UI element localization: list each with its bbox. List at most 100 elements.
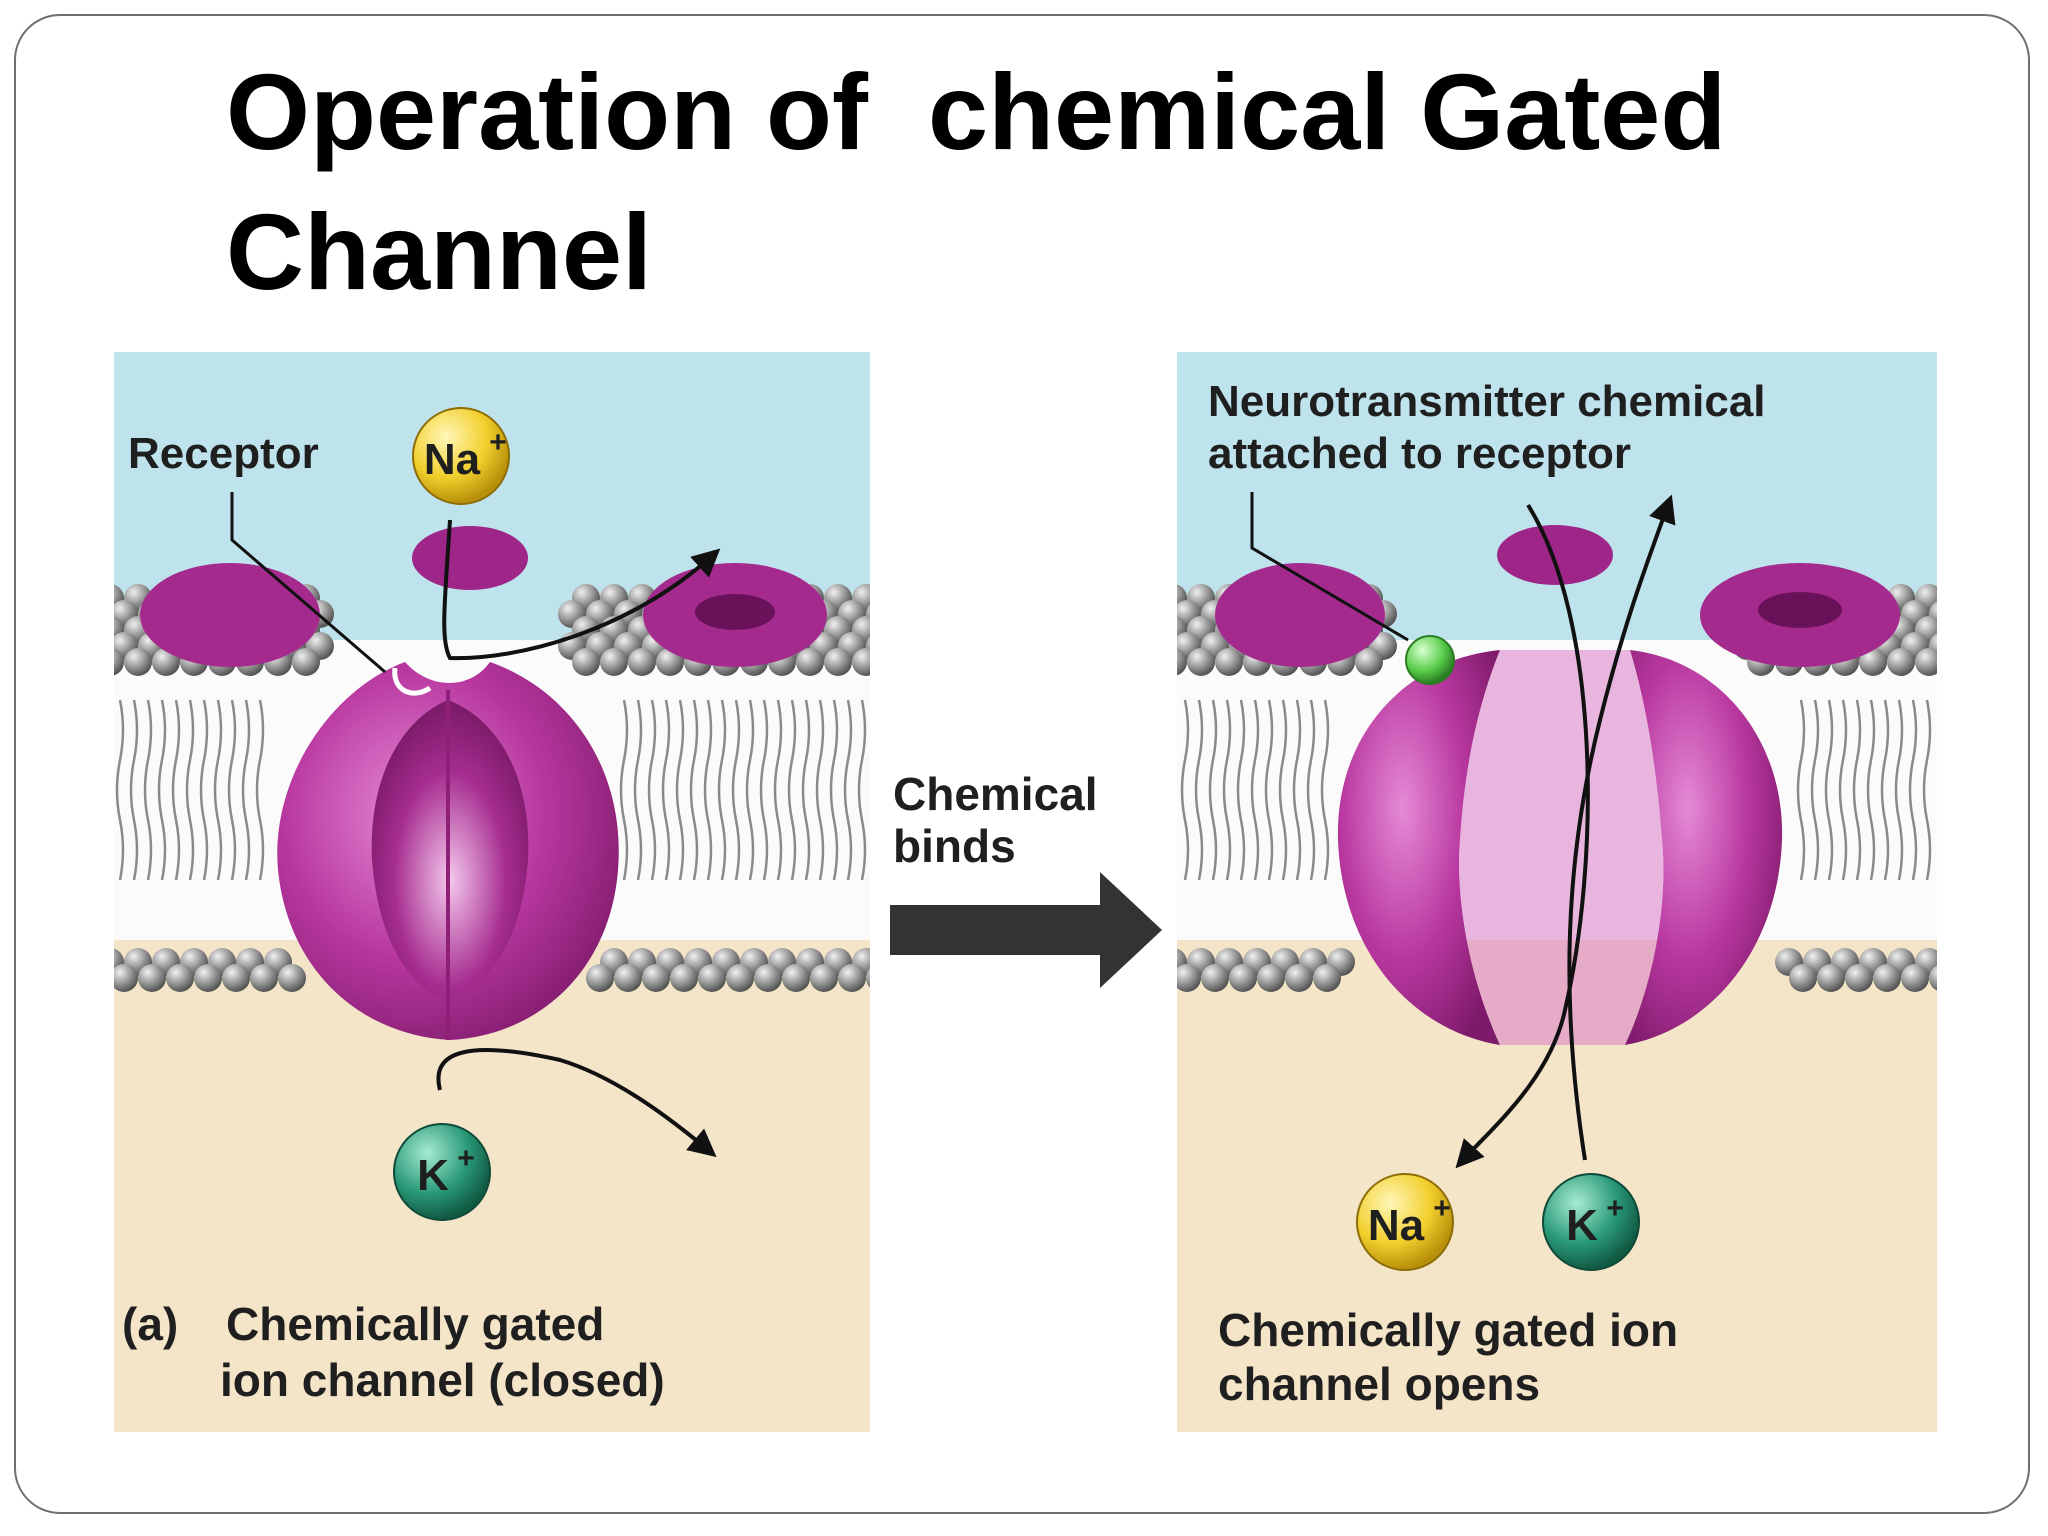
phospholipid-head [1859,648,1887,676]
lipid-tail [619,699,629,881]
lipid-tail [1278,699,1288,881]
lipid-tail [689,699,699,881]
phospholipid-head [628,648,656,676]
lipid-tails [1180,699,1932,881]
panel-closed: Na + K + Receptor (a) Chemically gated i… [114,352,870,1432]
background-protein [1497,525,1613,585]
lipid-tail [1306,699,1316,881]
neurotransmitter-label-line1: Neurotransmitter chemical [1208,377,1766,426]
lipid-tail [1194,699,1204,881]
phospholipid-head [1845,964,1873,992]
potassium-efflux-arrow [1567,494,1676,1161]
lipid-tail [1894,699,1904,881]
lipid-tail [241,699,251,881]
phospholipid-head [1355,648,1383,676]
phospholipid-head [114,648,124,676]
lipid-tail [1180,699,1190,881]
phospholipid-head [1285,964,1313,992]
caption-prefix: (a) [122,1298,178,1350]
caption-closed-line1: Chemically gated [226,1298,604,1350]
phospholipid-head [838,964,866,992]
lipid-tail [1320,699,1330,881]
receptor-site [392,667,432,696]
phospholipid-head [796,648,824,676]
lipid-tail [1236,699,1246,881]
lipid-tail [171,699,181,881]
lipid-tail [1292,699,1302,881]
phospholipid-head [114,964,138,992]
phospholipid-head [1901,964,1929,992]
phospholipid-head [1817,964,1845,992]
receptor-leader-line [230,492,386,674]
phospholipid-head [866,604,870,624]
lipid-tail [1866,699,1876,881]
potassium-blocked-arrow [436,1048,717,1158]
lipid-tails [115,699,867,881]
lipid-tail [745,699,755,881]
lipid-tail [731,699,741,881]
lipid-tail [857,699,867,881]
phospholipid-head [782,964,810,992]
phospholipid-head [698,964,726,992]
lipid-tail [143,699,153,881]
lipid-tail [1922,699,1932,881]
receptor-label: Receptor [128,429,319,478]
potassium-ion: K + [1542,1173,1640,1271]
phospholipid-head [614,964,642,992]
lipid-tail [227,699,237,881]
lipid-tail [129,699,139,881]
phospholipid-head [138,964,166,992]
lipid-tail [759,699,769,881]
phospholipid-head [1201,964,1229,992]
svg-text:+: + [1606,1192,1624,1225]
lipid-tail [1838,699,1848,881]
lipid-tail [1250,699,1260,881]
lipid-tail [801,699,811,881]
lipid-tail [1880,699,1890,881]
lipid-tail [199,699,209,881]
lipid-tail [157,699,167,881]
caption-open-line1: Chemically gated ion [1218,1304,1678,1356]
phospholipid-head [1177,648,1187,676]
lipid-tail [1908,699,1918,881]
channel-protein-left-half [1337,650,1500,1045]
phospholipid-head [1229,964,1257,992]
phospholipid-head [250,964,278,992]
neurotransmitter-molecule [1405,635,1455,685]
lipid-tail [633,699,643,881]
phospholipid-head [278,964,306,992]
channel-pore-open [1459,650,1664,1045]
phospholipid-head [754,964,782,992]
phospholipid-head [166,964,194,992]
svg-text:+: + [1433,1192,1451,1225]
lipid-tail [1796,699,1806,881]
transition: Chemical binds [890,768,1162,988]
background-protein [412,526,528,590]
phospholipid-head [1177,964,1201,992]
panel-open: Na + K + Neurotransmitter chemical attac… [1177,352,1937,1432]
lipid-tail [1824,699,1834,881]
phospholipid-head [194,964,222,992]
phospholipid-head [572,648,600,676]
phospholipid-head [866,968,870,988]
sodium-influx-arrow [1455,503,1590,1169]
svg-text:K: K [1566,1201,1598,1250]
background-protein [1758,592,1842,628]
phospholipid-head [1257,964,1285,992]
lipid-tail [115,699,125,881]
slide-title: Operation of chemical Gated Channel [226,51,1727,312]
phospholipid-head [1929,965,1937,991]
lipid-tail [1810,699,1820,881]
transition-label-line2: binds [893,820,1016,872]
phospholipid-head [1789,964,1817,992]
phospholipid-head [600,648,628,676]
sodium-ion: Na + [1356,1173,1454,1271]
phospholipid-head [124,648,152,676]
lipid-tail [185,699,195,881]
phospholipid-head [1915,648,1937,676]
lipid-tail [787,699,797,881]
phospholipid-head [292,648,320,676]
receptor-leader-line [1250,492,1409,642]
phospholipid-head [1215,648,1243,676]
